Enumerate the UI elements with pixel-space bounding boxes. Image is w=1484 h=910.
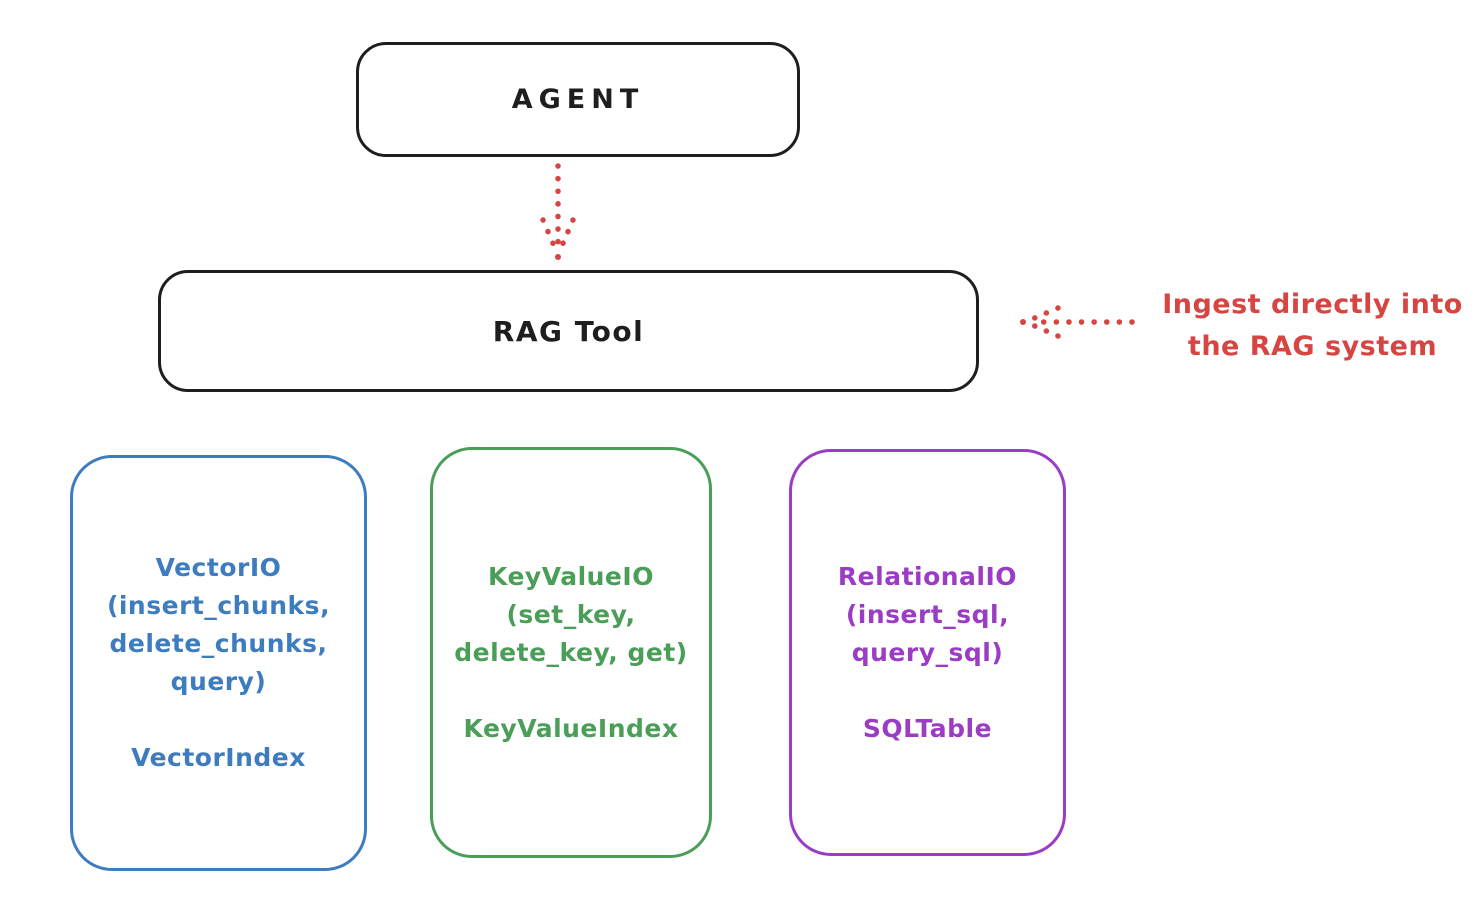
vectorio-functions: VectorIO (insert_chunks, delete_chunks, … <box>107 549 330 701</box>
vectorio-node: VectorIO (insert_chunks, delete_chunks, … <box>70 455 367 871</box>
module-line: delete_chunks, <box>109 629 328 658</box>
relationalio-functions: RelationalIO (insert_sql, query_sql) <box>838 558 1017 672</box>
module-line: delete_key, get) <box>454 637 688 667</box>
agent-to-ragtool-arrow-icon <box>540 163 576 260</box>
keyvalueio-index-label: KeyValueIndex <box>463 713 679 743</box>
module-line: KeyValueIO <box>488 561 654 591</box>
ingest-annotation: Ingest directly into the RAG system <box>1140 284 1484 368</box>
relationalio-node: RelationalIO (insert_sql, query_sql) SQL… <box>789 449 1066 856</box>
vectorio-index-label: VectorIndex <box>131 743 306 772</box>
module-line: (insert_sql, <box>845 599 1010 629</box>
keyvalueio-node: KeyValueIO (set_key, delete_key, get) Ke… <box>430 447 712 858</box>
ingest-annotation-arrow-icon <box>1020 305 1135 339</box>
module-line: query) <box>170 667 267 696</box>
keyvalueio-functions: KeyValueIO (set_key, delete_key, get) <box>454 558 687 672</box>
agent-node: AGENT <box>356 42 800 157</box>
ingest-annotation-line1: Ingest directly into <box>1162 289 1463 320</box>
rag-tool-node: RAG Tool <box>158 270 979 392</box>
ingest-annotation-line2: the RAG system <box>1187 331 1438 362</box>
rag-tool-label: RAG Tool <box>492 314 645 348</box>
module-line: RelationalIO <box>837 561 1018 591</box>
agent-label: AGENT <box>511 84 645 115</box>
relationalio-index-label: SQLTable <box>862 713 993 743</box>
module-line: (set_key, <box>506 599 636 629</box>
module-line: VectorIO <box>155 553 282 582</box>
module-line: (insert_chunks, <box>106 591 331 620</box>
module-line: query_sql) <box>851 637 1004 667</box>
